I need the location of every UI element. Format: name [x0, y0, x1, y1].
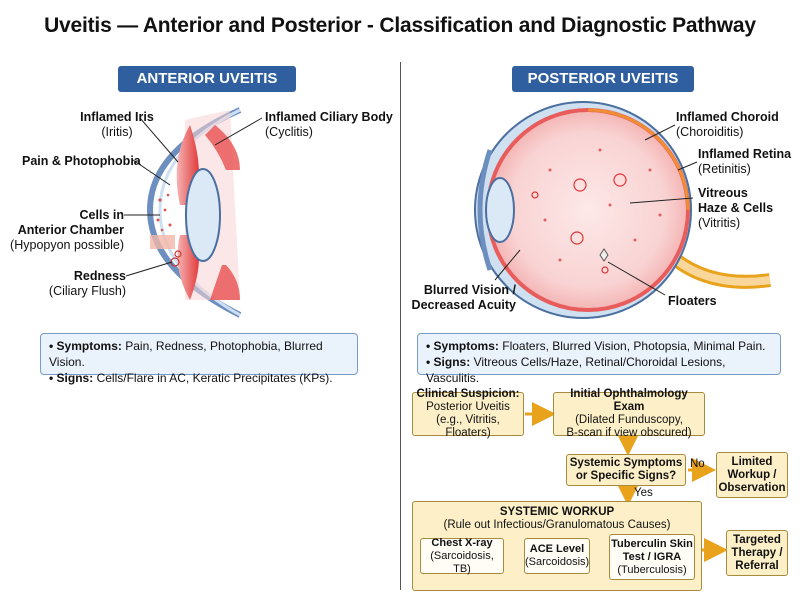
ac-cells: [156, 193, 172, 232]
flow-initial-exam: Initial Ophthalmology Exam(Dilated Fundu…: [553, 388, 705, 439]
flow-ace-level: ACE Level(Sarcoidosis): [524, 538, 590, 574]
posterior-symptoms: Symptoms: Floaters, Blurred Vision, Phot…: [426, 338, 772, 354]
flow-label-yes: Yes: [634, 487, 653, 499]
anterior-header: ANTERIOR UVEITIS: [118, 66, 296, 92]
anterior-info-box: Symptoms: Pain, Redness, Photophobia, Bl…: [40, 333, 358, 385]
retinal-lesions: [531, 173, 627, 274]
hypopyon-shape: [150, 235, 175, 249]
label-pain-photophobia: Pain & Photophobia: [22, 154, 141, 168]
anterior-eye-diagram: [124, 107, 263, 318]
lens-shape: [185, 168, 221, 262]
posterior-info-box: Symptoms: Floaters, Blurred Vision, Phot…: [417, 333, 781, 385]
label-floaters: Floaters: [668, 294, 717, 308]
posterior-lens: [485, 177, 515, 243]
anterior-signs: Signs: Cells/Flare in AC, Keratic Precip…: [49, 370, 349, 386]
label-inflamed-ciliary-body: Inflamed Ciliary Body(Cyclitis): [265, 110, 393, 139]
section-divider: [400, 62, 401, 590]
label-redness: Redness(Ciliary Flush): [48, 269, 126, 298]
inflamed-choroid: [587, 108, 690, 211]
label-inflamed-choroid: Inflamed Choroid(Choroiditis): [676, 110, 779, 139]
posterior-cornea: [477, 149, 493, 271]
flow-chest-xray: Chest X-ray(Sarcoidosis, TB): [420, 537, 504, 575]
ciliary-body-lower: [210, 265, 240, 300]
vitreous-cells: [543, 148, 662, 262]
label-blurred-vision: Blurred Vision /Decreased Acuity: [411, 283, 516, 312]
flow-clinical-suspicion: Clinical Suspicion:Posterior Uveitis(e.g…: [412, 388, 524, 439]
label-inflamed-retina: Inflamed Retina(Retinitis): [698, 147, 792, 176]
flow-label-no: No: [690, 458, 705, 470]
posterior-eye-diagram: [474, 101, 771, 319]
floater-shape: [599, 248, 609, 262]
anterior-symptoms: Symptoms: Pain, Redness, Photophobia, Bl…: [49, 338, 349, 370]
label-inflamed-iris: Inflamed Iris(Iritis): [80, 110, 154, 139]
page-title: Uveitis — Anterior and Posterior - Class…: [44, 14, 756, 37]
ciliary-body-upper: [205, 125, 240, 170]
posterior-signs: Signs: Vitreous Cells/Haze, Retinal/Chor…: [426, 354, 772, 386]
posterior-header: POSTERIOR UVEITIS: [512, 66, 694, 92]
